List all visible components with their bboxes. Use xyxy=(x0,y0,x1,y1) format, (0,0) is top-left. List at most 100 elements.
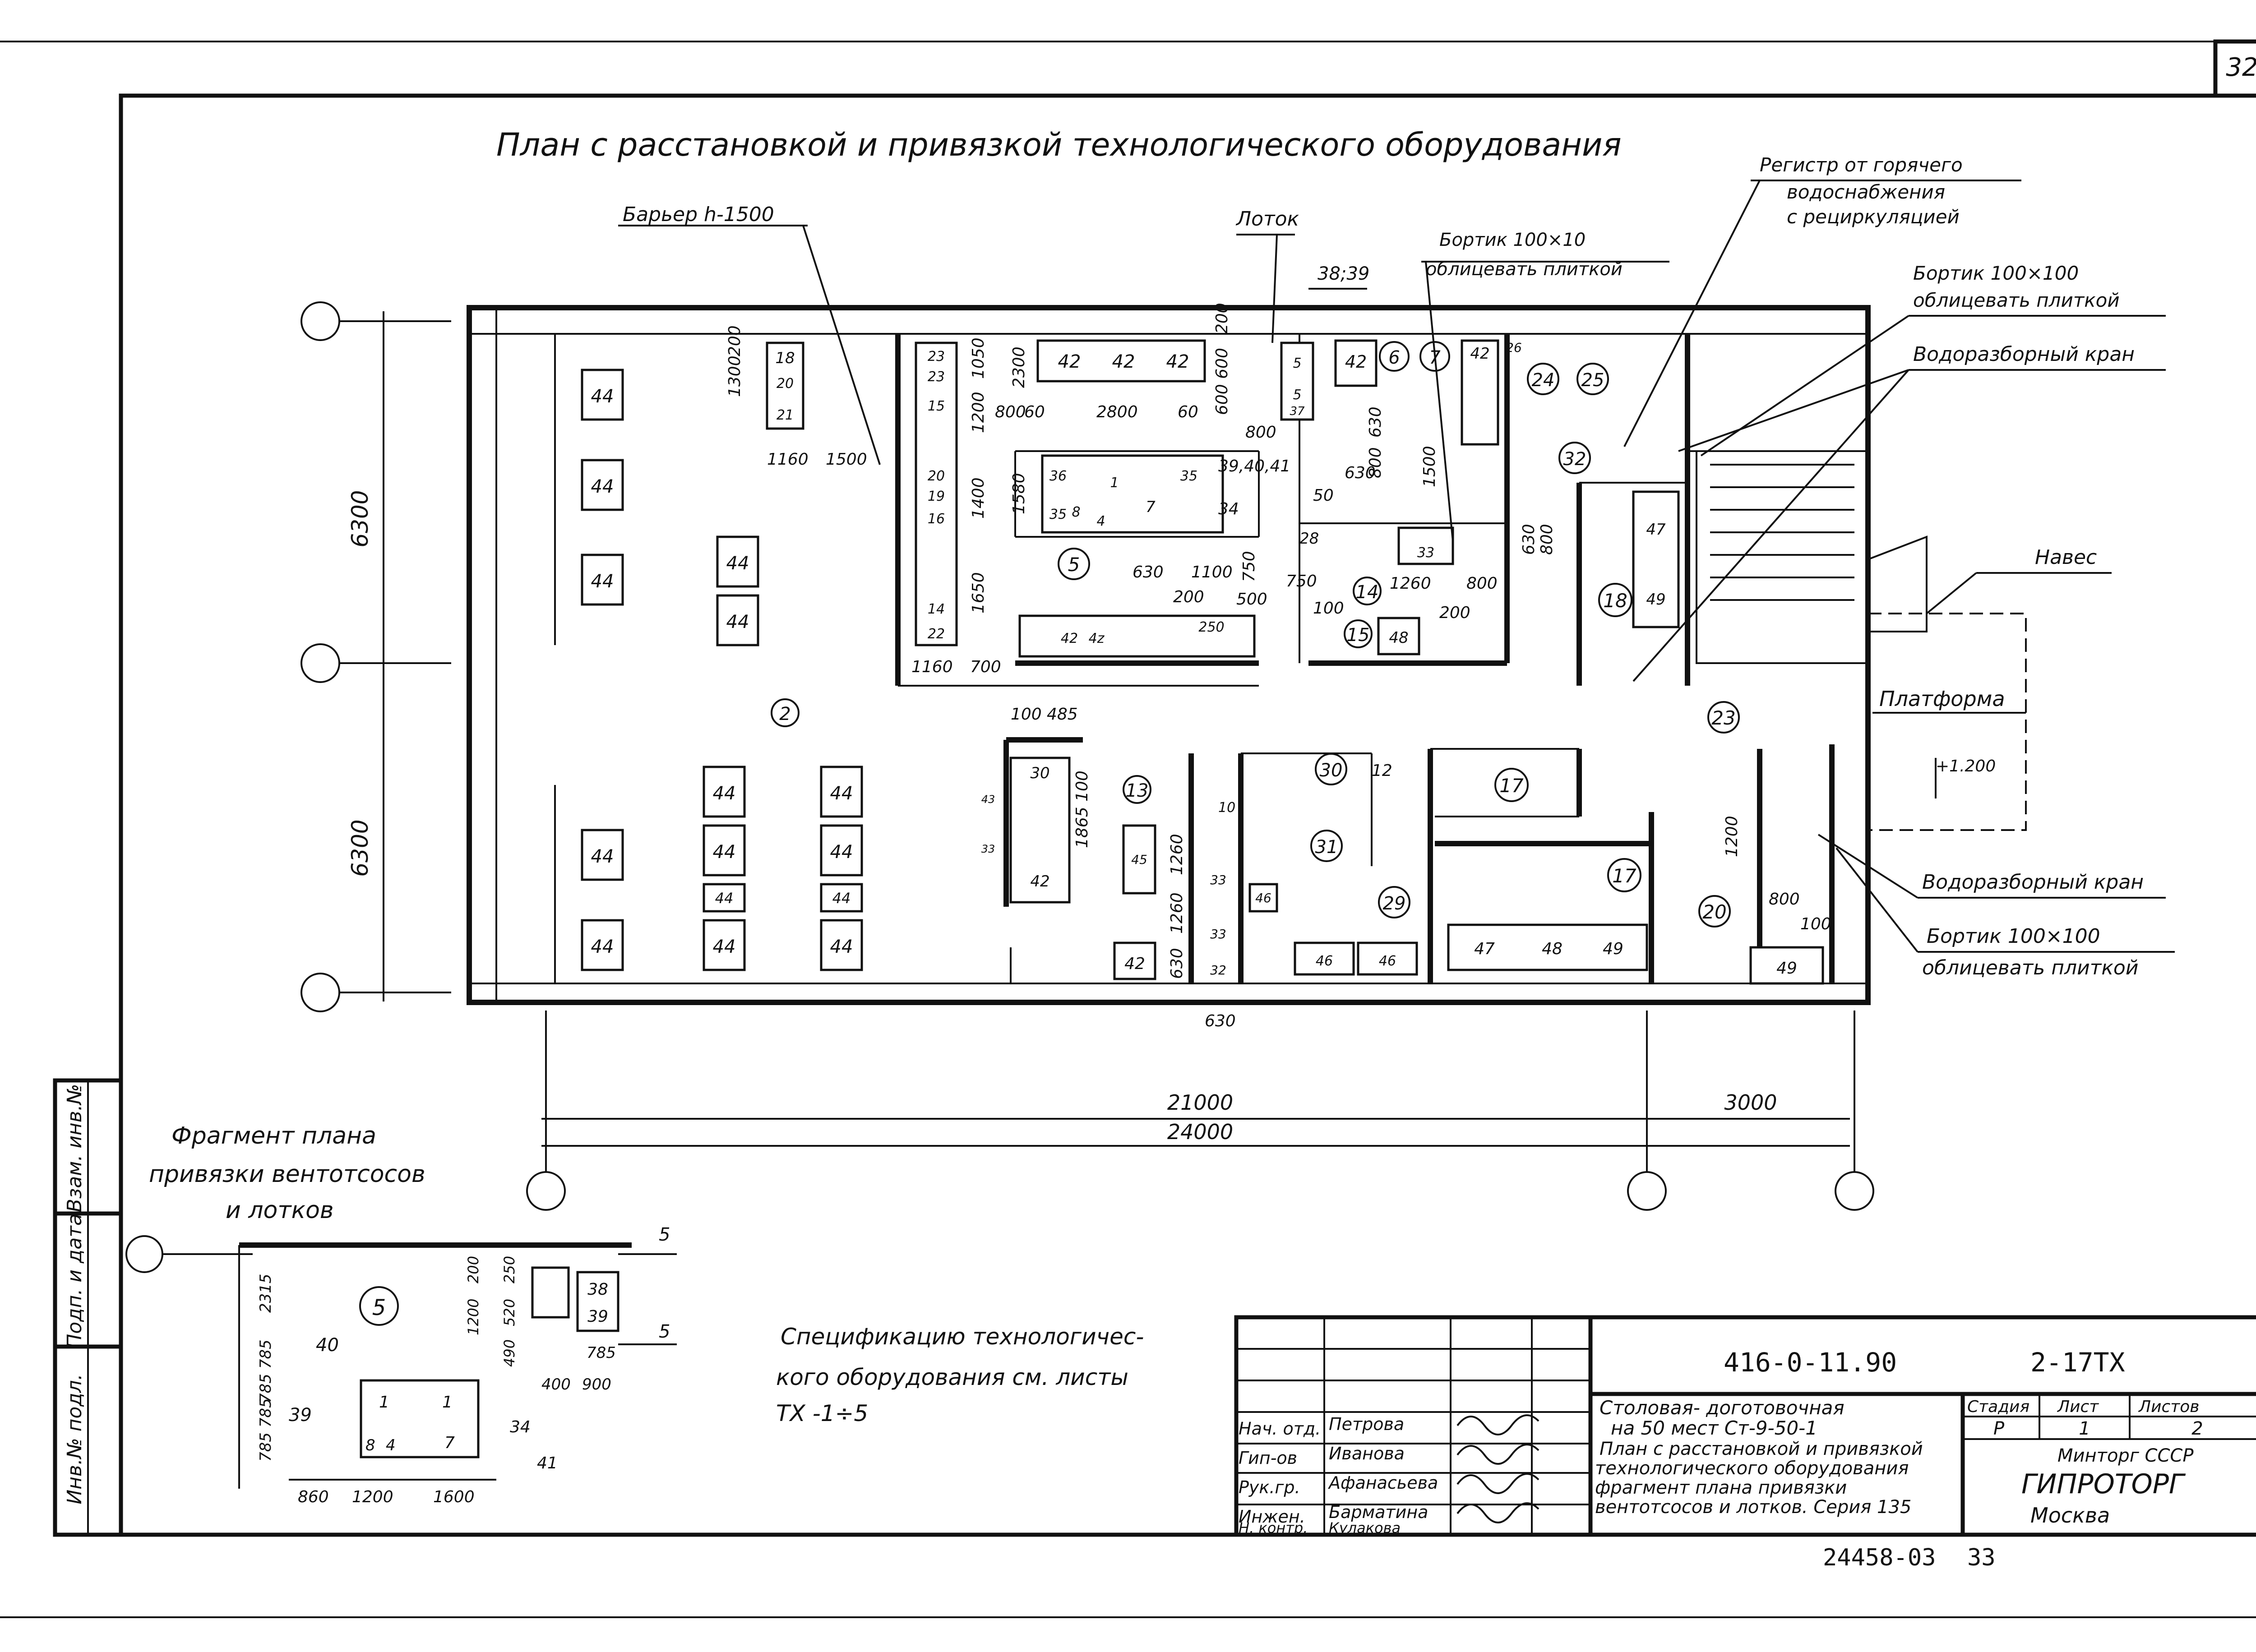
callout-water-tap: Водоразборный кран xyxy=(1922,871,2144,894)
equipment-43: 43 xyxy=(981,793,995,806)
org-city: Москва xyxy=(2030,1503,2110,1527)
signature-mark xyxy=(1456,1414,1539,1435)
room-20: 20 xyxy=(1702,901,1726,923)
equipment-42: 42 xyxy=(1124,955,1145,973)
table-44: 44 xyxy=(713,842,736,863)
equipment-18: 18 xyxy=(775,349,795,367)
inventory-page: 33 xyxy=(1967,1544,1996,1571)
role-label: Н. контр. xyxy=(1239,1519,1308,1537)
room-12: 12 xyxy=(1372,761,1392,780)
dim-1260: 1260 xyxy=(1390,574,1431,593)
axis-bubble xyxy=(300,301,340,341)
fragment-room-5: 5 xyxy=(372,1295,386,1320)
desc-line2: на 50 мест Ст-9-50-1 xyxy=(1611,1417,1817,1439)
table-44: 44 xyxy=(832,890,851,907)
equipment-7: 7 xyxy=(1146,498,1156,516)
fragment-7: 7 xyxy=(444,1434,455,1452)
dim-6300-top: 6300 xyxy=(347,490,373,547)
dim-200: 200 xyxy=(726,325,744,356)
room-23: 23 xyxy=(1711,707,1735,729)
role-name: Барматина xyxy=(1329,1502,1428,1522)
fragment-40: 40 xyxy=(316,1335,339,1356)
role-label: Инжен. xyxy=(1239,1507,1305,1527)
specification-note: Спецификацию технологичес- кого оборудов… xyxy=(776,1324,1144,1426)
equipment-42: 42 xyxy=(1030,872,1049,891)
callout-tray: Лоток xyxy=(1235,208,1299,231)
dim-2800: 2800 xyxy=(1096,403,1138,421)
equipment-33: 33 xyxy=(1210,927,1226,941)
dim-630: 630 xyxy=(1345,464,1376,482)
room-13: 13 xyxy=(1126,780,1149,801)
room-29: 29 xyxy=(1383,893,1406,914)
dim-100: 100 xyxy=(1800,915,1831,933)
dim-1400: 1400 xyxy=(969,477,988,519)
role-label: Рук.гр. xyxy=(1239,1477,1300,1497)
dim-2300: 2300 xyxy=(1010,346,1028,388)
dim-1580: 1580 xyxy=(1010,473,1028,514)
fragment-title: Фрагмент плана xyxy=(171,1122,376,1149)
fragment-dim-250: 250 xyxy=(501,1256,518,1283)
org-giprotorg: ГИПРОТОРГ xyxy=(2021,1468,2186,1500)
equipment-35: 35 xyxy=(1180,468,1197,484)
equipment-23: 23 xyxy=(928,349,945,365)
callout-curb-tile: облицевать плиткой xyxy=(1913,289,2120,311)
equipment-42: 42 xyxy=(1058,351,1081,372)
drawing-frame xyxy=(119,93,2256,1537)
overall-dimensions: 21000 3000 24000 xyxy=(541,1090,1850,1147)
dim-24000: 24000 xyxy=(1167,1120,1233,1144)
callout-register-recirculation: с рециркуляцией xyxy=(1787,206,1960,228)
callout-curb-100x100: Бортик 100×100 xyxy=(1913,262,2079,284)
dim-200: 200 xyxy=(1173,588,1204,606)
equipment-26: 26 xyxy=(1506,340,1522,355)
fragment-4: 4 xyxy=(386,1436,396,1454)
dim-630: 630 xyxy=(1133,563,1164,581)
equipment-47: 47 xyxy=(1646,521,1666,539)
table-44: 44 xyxy=(713,937,736,957)
callout-water-tap: Водоразборный кран xyxy=(1913,343,2135,366)
equipment-37: 37 xyxy=(1290,405,1305,418)
sheet-code: 2-17ТХ xyxy=(2030,1347,2125,1378)
dim-800: 800 xyxy=(1366,447,1385,478)
equipment-42: 42 xyxy=(1345,352,1367,372)
table-44: 44 xyxy=(591,386,614,407)
equipment-45: 45 xyxy=(1131,852,1147,867)
equipment-48: 48 xyxy=(1389,629,1408,647)
axis-bubble xyxy=(300,643,340,683)
desc-line4: технологического оборудования xyxy=(1595,1458,1909,1479)
room-5: 5 xyxy=(1068,554,1080,576)
equipment-35: 35 xyxy=(1049,507,1067,522)
dim-800: 800 xyxy=(1769,890,1800,909)
fragment-dim-2315: 2315 xyxy=(257,1274,275,1313)
callout-register-supply: водоснабжения xyxy=(1787,181,1945,203)
dim-200: 200 xyxy=(1213,303,1231,334)
fragment-title-line3: и лотков xyxy=(226,1197,334,1224)
fragment-5: 5 xyxy=(659,1224,670,1245)
dim-700: 700 xyxy=(970,658,1001,676)
equipment-36: 36 xyxy=(1049,468,1067,484)
room-28: 28 xyxy=(1299,530,1319,548)
equipment-46: 46 xyxy=(1255,891,1271,905)
fragment-39: 39 xyxy=(289,1405,312,1426)
inventory-number: 24458-03 xyxy=(1823,1544,1936,1571)
callout-curb-100x100: Бортик 100×100 xyxy=(1927,925,2100,948)
plan-dimensions: 1160 1500 1300 200 2300 800 2800 60 60 1… xyxy=(726,303,1831,1030)
callout-barrier: Барьер h-1500 xyxy=(623,203,774,226)
room-15: 15 xyxy=(1347,625,1370,646)
dim-100: 100 xyxy=(1011,705,1042,724)
table-44: 44 xyxy=(830,783,853,804)
room-17-bottom: 17 xyxy=(1612,865,1637,887)
dim-1500: 1500 xyxy=(1420,446,1439,487)
table-44: 44 xyxy=(726,553,749,574)
table-44: 44 xyxy=(830,937,853,957)
dim-800: 800 xyxy=(995,403,1026,421)
fragment-1: 1 xyxy=(442,1393,453,1412)
fragment-dim-200: 200 xyxy=(465,1256,482,1283)
dim-750: 750 xyxy=(1240,551,1258,582)
fragment-title-line2: привязки вентотсосов xyxy=(149,1161,425,1188)
equipment-46: 46 xyxy=(1316,953,1333,969)
sheet-label: Лист xyxy=(2057,1398,2099,1416)
fragment-34: 34 xyxy=(510,1418,531,1436)
equipment-8: 8 xyxy=(1072,504,1080,520)
dim-1100: 1100 xyxy=(1191,563,1233,581)
